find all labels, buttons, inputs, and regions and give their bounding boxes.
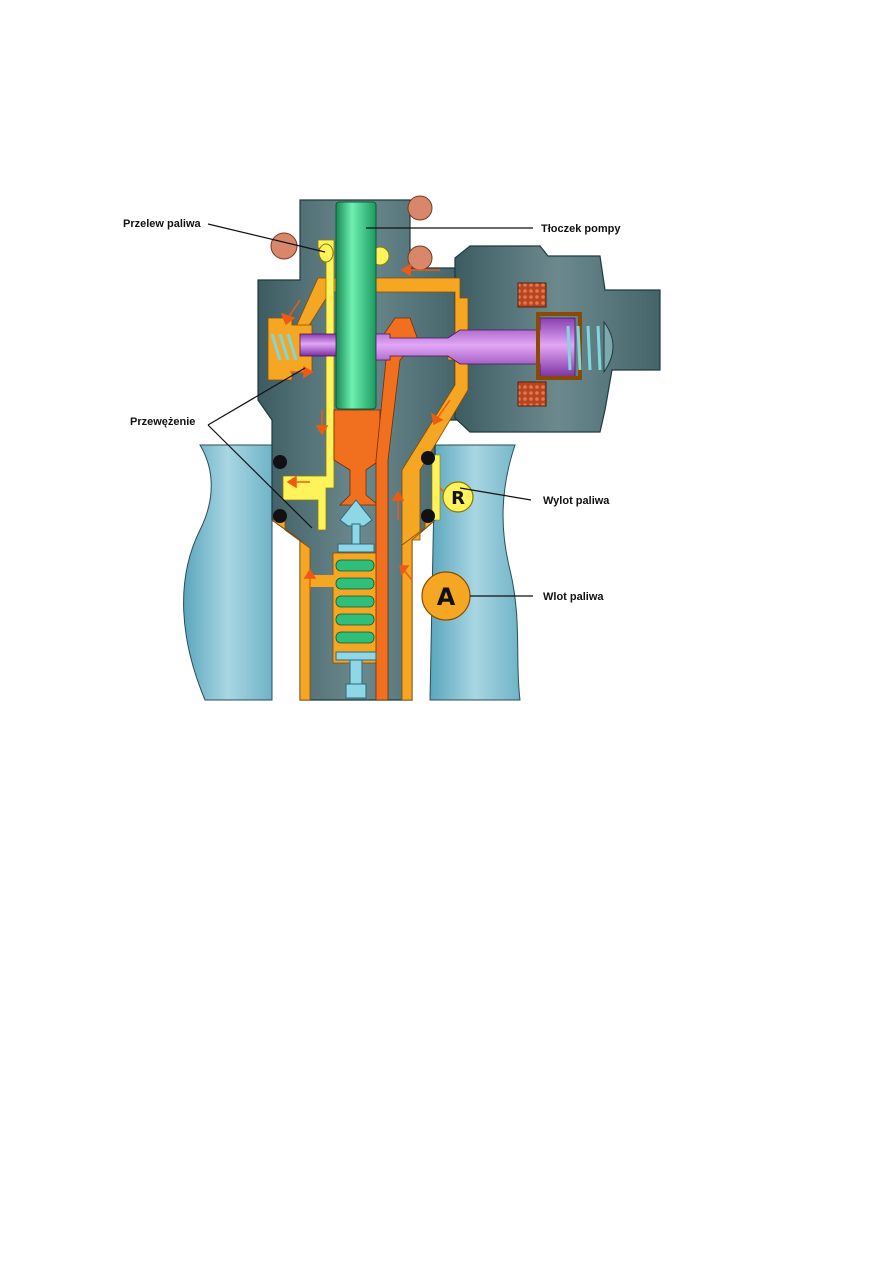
solenoid-coil-bottom <box>517 381 547 407</box>
spill-valve-spring-icon <box>270 333 298 361</box>
valve-needle-left <box>299 333 337 357</box>
label-wylot-paliwa: Wylot paliwa <box>543 495 610 507</box>
arrow-icon <box>303 568 317 590</box>
solenoid-spring-icon <box>566 325 602 371</box>
nozzle-needle-foot <box>345 683 367 699</box>
svg-text:R: R <box>451 488 465 509</box>
leader-przewezenie-a <box>207 367 306 426</box>
o-ring-left-lower <box>273 509 287 523</box>
solenoid-coil-top <box>517 282 547 308</box>
check-valve-head <box>339 499 373 527</box>
leader-przewezenie-b <box>207 424 313 529</box>
o-ring-left-upper <box>273 455 287 469</box>
seal-ball-right-top <box>407 195 433 221</box>
arrow-icon <box>430 399 451 426</box>
seal-ball-left <box>270 232 298 260</box>
arrow-icon <box>391 490 405 520</box>
arrow-icon <box>286 475 310 489</box>
solenoid-end-cap <box>603 320 614 374</box>
inlet-badge: A <box>421 571 471 621</box>
return-badge: R <box>442 481 474 513</box>
leader-wylot <box>459 487 532 501</box>
arrow-icon <box>315 410 329 436</box>
check-valve-seat <box>337 543 375 553</box>
cylinder-head-left <box>183 444 273 701</box>
arrow-icon <box>290 365 314 379</box>
o-ring-right-lower <box>421 509 435 523</box>
label-wlot-paliwa: Wlot paliwa <box>543 591 604 603</box>
seal-ball-right-bottom <box>407 245 433 271</box>
check-valve-stem <box>351 523 361 547</box>
spring-seat <box>335 651 377 661</box>
label-przewezenie: Przewężenie <box>130 416 195 428</box>
leader-przelew <box>207 223 326 253</box>
nozzle-spring-icon <box>335 559 375 644</box>
label-tloczek-pompy: Tłoczek pompy <box>541 223 621 235</box>
svg-text:A: A <box>437 583 456 611</box>
return-outlet-channel <box>431 454 441 521</box>
leader-lines <box>207 223 533 597</box>
o-ring-right-upper <box>421 451 435 465</box>
label-przelew-paliwa: Przelew paliwa <box>123 218 202 230</box>
fuel-return-channel <box>282 239 335 531</box>
arrow-icon <box>280 299 301 326</box>
arrow-icon <box>400 263 440 277</box>
return-port-left <box>318 243 334 263</box>
pump-plunger <box>335 201 377 410</box>
arrow-icon <box>399 565 413 581</box>
